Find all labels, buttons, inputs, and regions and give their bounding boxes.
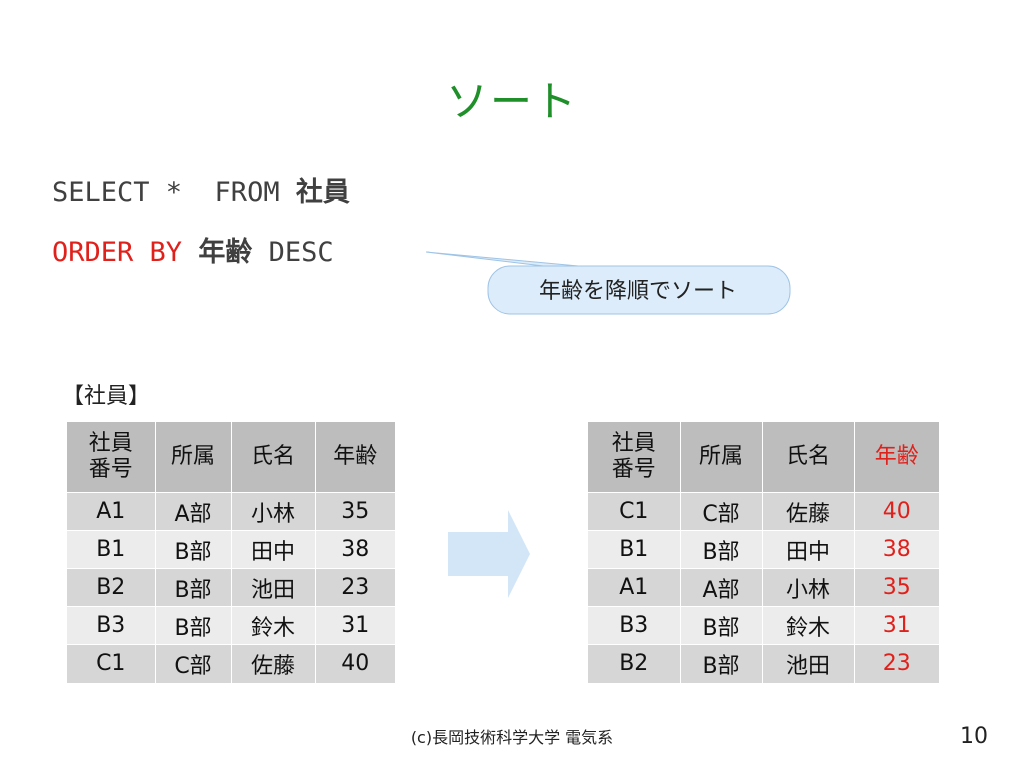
cell-age: 31 (314, 606, 395, 645)
sql-column-name: 年齢 (198, 237, 253, 268)
cell-emp-id: C1 (67, 644, 155, 683)
header-emp-id: 社員番号 (588, 422, 680, 493)
cell-name: 小林 (230, 492, 315, 531)
cell-age-sorted: 35 (853, 568, 939, 607)
cell-dept: B部 (679, 644, 762, 683)
slide-title: ソート (445, 77, 578, 126)
cell-emp-id: B1 (67, 530, 155, 569)
cell-dept: B部 (154, 606, 231, 645)
cell-name: 鈴木 (761, 606, 854, 645)
cell-age: 40 (314, 644, 395, 683)
cell-emp-id: B2 (588, 644, 680, 683)
sql-select-from: SELECT * FROM (52, 177, 296, 208)
cell-name: 佐藤 (230, 644, 315, 683)
cell-name: 佐藤 (761, 492, 854, 531)
cell-age: 23 (314, 568, 395, 607)
cell-emp-id: B3 (67, 606, 155, 645)
cell-emp-id: C1 (588, 492, 680, 531)
cell-name: 田中 (761, 530, 854, 569)
footer-copyright: (c)長岡技術科学大学 電気系 (410, 728, 614, 747)
cell-dept: B部 (679, 606, 762, 645)
cell-emp-id: B3 (588, 606, 680, 645)
header-emp-id: 社員番号 (67, 422, 155, 493)
sql-line-select: SELECT * FROM 社員 (52, 170, 350, 209)
header-name: 氏名 (761, 422, 854, 493)
cell-name: 池田 (761, 644, 854, 683)
sql-line-order-by: ORDER BY 年齢 DESC (52, 230, 334, 269)
table-label: 【社員】 (62, 384, 151, 409)
callout-text: 年齢を降順でソート (538, 279, 737, 304)
cell-emp-id: A1 (588, 568, 680, 607)
header-dept: 所属 (679, 422, 762, 493)
cell-dept: B部 (154, 530, 231, 569)
cell-emp-id: B2 (67, 568, 155, 607)
cell-emp-id: A1 (67, 492, 155, 531)
header-dept: 所属 (154, 422, 231, 493)
table-header-row: 社員番号 所属 氏名 年齢 (588, 422, 939, 493)
header-age: 年齢 (314, 422, 395, 493)
cell-age: 35 (314, 492, 395, 531)
sql-order-by: ORDER BY (52, 237, 199, 268)
callout-box (487, 265, 791, 315)
sql-desc: DESC (252, 237, 334, 268)
cell-age: 38 (314, 530, 395, 569)
cell-dept: C部 (154, 644, 231, 683)
right-arrow-icon (448, 510, 530, 598)
header-age-sorted: 年齢 (853, 422, 939, 493)
cell-name: 池田 (230, 568, 315, 607)
cell-age-sorted: 40 (853, 492, 939, 531)
cell-age-sorted: 23 (853, 644, 939, 683)
cell-dept: C部 (679, 492, 762, 531)
cell-dept: A部 (154, 492, 231, 531)
cell-age-sorted: 38 (853, 530, 939, 569)
sql-table-name: 社員 (295, 177, 350, 208)
table-header-row: 社員番号 所属 氏名 年齢 (67, 422, 395, 493)
cell-emp-id: B1 (588, 530, 680, 569)
cell-dept: B部 (679, 530, 762, 569)
cell-age-sorted: 31 (853, 606, 939, 645)
page-number: 10 (960, 724, 988, 749)
cell-name: 田中 (230, 530, 315, 569)
cell-name: 小林 (761, 568, 854, 607)
cell-name: 鈴木 (230, 606, 315, 645)
cell-dept: B部 (154, 568, 231, 607)
cell-dept: A部 (679, 568, 762, 607)
header-name: 氏名 (230, 422, 315, 493)
